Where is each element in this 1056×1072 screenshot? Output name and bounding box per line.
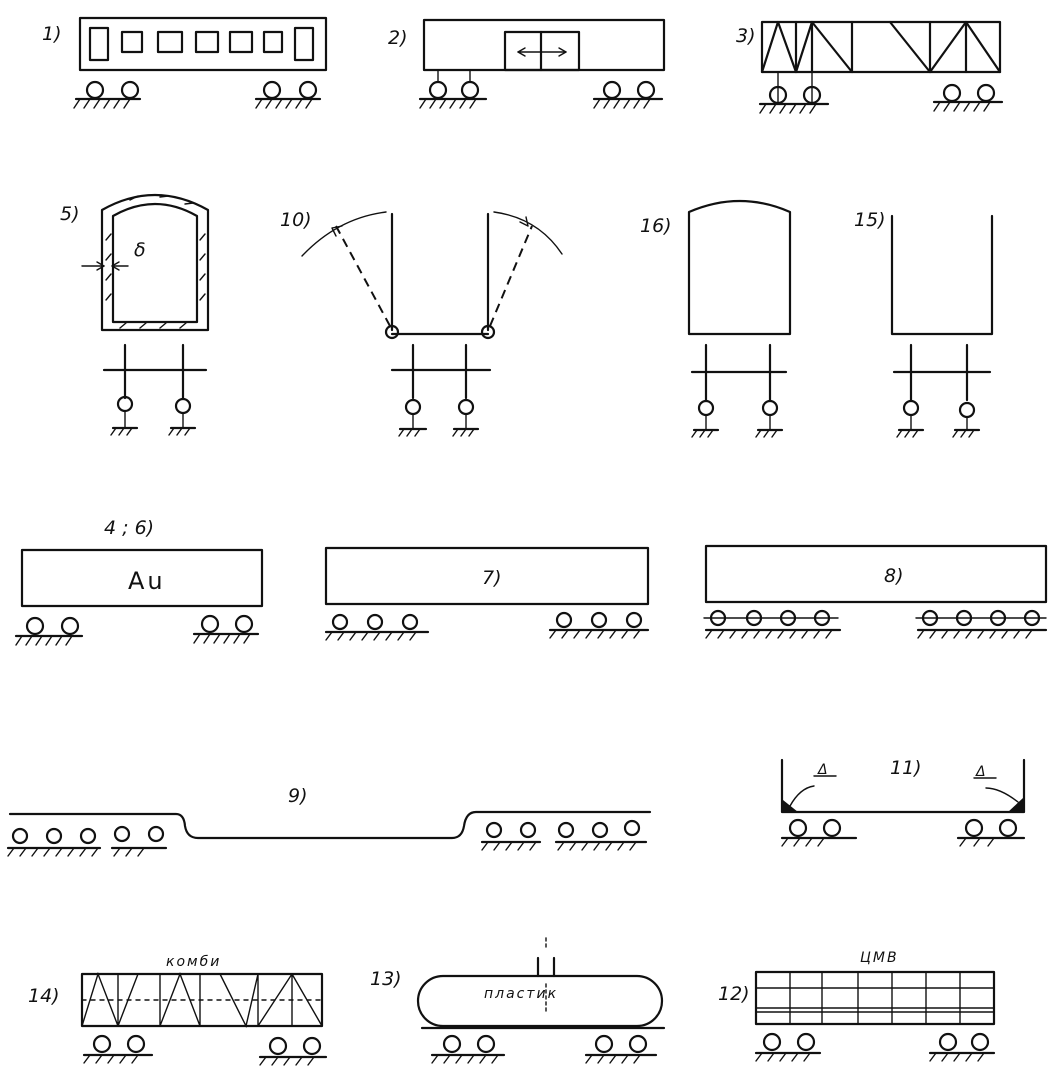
bogie-left [430, 1034, 506, 1064]
diagram-1-passenger-car: 1) [42, 16, 328, 109]
diagram-12-cmv-car: 12) ЦМВ [718, 950, 996, 1062]
bogie-right [480, 819, 648, 851]
bogie-right [592, 80, 664, 109]
label-16: 16) [640, 215, 672, 237]
bogie-right [915, 609, 1048, 639]
diagram-14-kombi: 14) комби [28, 954, 328, 1066]
label-15: 15) [854, 209, 886, 231]
bogie-right [258, 1036, 328, 1066]
bogie-left [6, 825, 168, 857]
bogie-left [780, 818, 858, 847]
label-12: 12) [718, 983, 750, 1005]
diagram-8-car: 8) [703, 544, 1048, 639]
bogie-right [548, 611, 650, 639]
cmv-inscription: ЦМВ [860, 950, 899, 966]
label-2: 2) [388, 27, 408, 49]
label-11: 11) [890, 757, 922, 779]
diagram-16-section: 16) [640, 199, 792, 438]
bogie-right [956, 818, 1026, 847]
bogie-right [584, 1034, 658, 1064]
label-13: 13) [370, 968, 402, 990]
diagram-10-hinged-sides: 10) [280, 209, 563, 437]
label-10: 10) [280, 209, 312, 231]
diagram-13-tank-car: 13) пластик [370, 937, 666, 1064]
thickness-delta-label: δ [134, 239, 146, 261]
bogie-right [192, 614, 260, 644]
label-9: 9) [288, 785, 308, 807]
au-inscription: Au [128, 567, 166, 595]
label-8: 8) [884, 565, 904, 587]
label-3: 3) [736, 25, 756, 47]
diagram-15-section: 15) [854, 209, 994, 438]
bogie-left [324, 613, 430, 641]
bogie-left [73, 80, 142, 109]
bogie-left [14, 616, 84, 646]
diagram-3-truss-car: 3) [736, 20, 1004, 114]
bogie-right [928, 1032, 996, 1062]
label-7: 7) [482, 567, 502, 589]
bogie-left [418, 80, 488, 109]
diagram-5-section: 5) δ [60, 194, 210, 436]
bogie-left [703, 609, 842, 639]
label-14: 14) [28, 985, 60, 1007]
diagram-11-platform: 11) Δ Δ [780, 757, 1026, 847]
bogie-left [758, 85, 830, 114]
bogie-right [254, 80, 322, 109]
bogie-left [754, 1032, 822, 1062]
diagram-7-car: 7) [324, 546, 650, 641]
label-1: 1) [42, 23, 62, 45]
diagram-4-6-car: 4 ; 6) Au [14, 517, 264, 646]
plastik-inscription: пластик [484, 986, 558, 1002]
delta-mark-left: Δ [817, 762, 830, 778]
diagram-9-transporter: 9) [6, 785, 652, 857]
bogie-right [932, 83, 1004, 112]
label-5: 5) [60, 203, 80, 225]
label-4-6: 4 ; 6) [104, 517, 154, 539]
delta-mark-right: Δ [975, 764, 988, 780]
bogie-left [82, 1034, 154, 1064]
kombi-inscription: комби [166, 954, 221, 970]
diagram-2-boxcar: 2) [388, 18, 666, 109]
